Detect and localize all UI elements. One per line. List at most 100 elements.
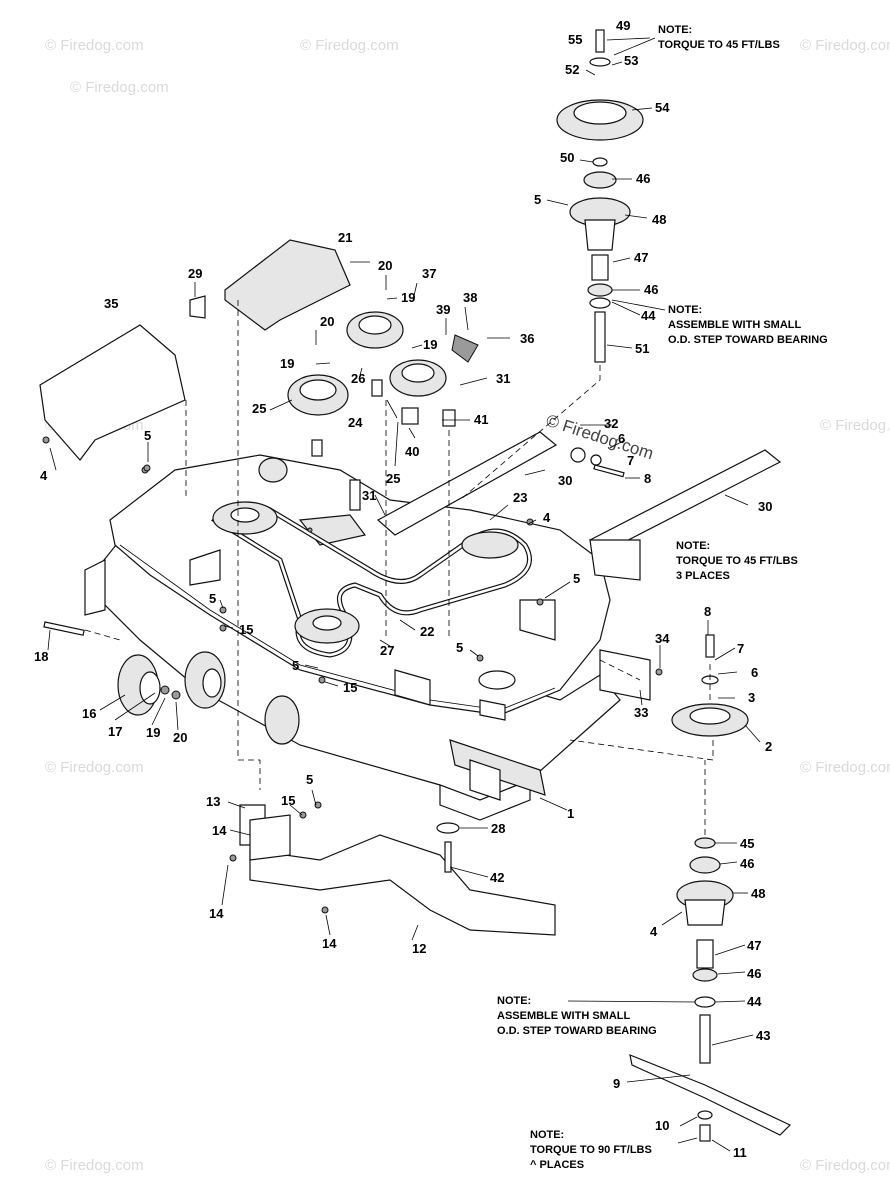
note-line: NOTE: (658, 24, 692, 36)
note-line: TORQUE TO 45 FT/LBS (658, 39, 780, 51)
watermark: © Firedog.com (70, 79, 169, 96)
callout-49: 49 (616, 18, 630, 33)
callout-32: 32 (604, 416, 618, 431)
callout-19: 19 (146, 725, 160, 740)
note-torque-90: NOTE: TORQUE TO 90 FT/LBS ^ PLACES (530, 1129, 652, 1171)
callout-5: 5 (292, 658, 299, 673)
callout-5: 5 (534, 192, 541, 207)
callout-15: 15 (239, 622, 253, 637)
callout-7: 7 (737, 641, 744, 656)
callout-33: 33 (634, 705, 648, 720)
callout-31: 31 (496, 371, 510, 386)
callout-14: 14 (209, 906, 224, 921)
callout-51: 51 (635, 341, 649, 356)
note-assemble-top: NOTE: ASSEMBLE WITH SMALL O.D. STEP TOWA… (668, 304, 828, 346)
callout-42: 42 (490, 870, 504, 885)
note-line: NOTE: (497, 995, 531, 1007)
callout-19: 19 (423, 337, 437, 352)
callout-15: 15 (343, 680, 357, 695)
watermark: © Firedog.com (45, 759, 144, 776)
callout-31: 31 (362, 488, 376, 503)
lift-arms (376, 431, 782, 701)
watermark: © Firedog.com (300, 37, 399, 54)
note-torque-3places: NOTE: TORQUE TO 45 FT/LBS 3 PLACES (676, 540, 798, 582)
callout-48: 48 (751, 886, 765, 901)
callout-15: 15 (281, 793, 295, 808)
callout-1: 1 (567, 806, 574, 821)
callout-26: 26 (351, 371, 365, 386)
note-line: ^ PLACES (530, 1159, 584, 1171)
callout-46: 46 (747, 966, 761, 981)
callout-39: 39 (436, 302, 450, 317)
callout-54: 54 (655, 100, 670, 115)
callout-34: 34 (655, 631, 670, 646)
callout-18: 18 (34, 649, 48, 664)
callout-35: 35 (104, 296, 118, 311)
callout-45: 45 (740, 836, 754, 851)
callout-20: 20 (378, 258, 392, 273)
callout-52: 52 (565, 62, 579, 77)
watermark: © Firedog.com (800, 37, 890, 54)
callout-13: 13 (206, 794, 220, 809)
watermark: © Firedog.com (800, 1157, 890, 1174)
callout-20: 20 (320, 314, 334, 329)
callout-6: 6 (618, 431, 625, 446)
callout-5: 5 (456, 640, 463, 655)
callout-labels: 49 55 53 52 54 50 46 5 48 47 46 44 51 21… (34, 18, 772, 1160)
callout-29: 29 (188, 266, 202, 281)
callout-36: 36 (520, 331, 534, 346)
callout-53: 53 (624, 53, 638, 68)
callout-4: 4 (40, 468, 48, 483)
callout-23: 23 (513, 490, 527, 505)
callout-8: 8 (704, 604, 711, 619)
callout-5: 5 (306, 772, 313, 787)
callout-5: 5 (144, 428, 151, 443)
callout-3: 3 (748, 690, 755, 705)
note-top-torque: NOTE: TORQUE TO 45 FT/LBS (658, 24, 780, 51)
callout-43: 43 (756, 1028, 770, 1043)
callout-14: 14 (212, 823, 227, 838)
callout-46: 46 (644, 282, 658, 297)
fasteners (42, 436, 663, 914)
callout-17: 17 (108, 724, 122, 739)
callout-6: 6 (751, 665, 758, 680)
callout-16: 16 (82, 706, 96, 721)
callout-8: 8 (644, 471, 651, 486)
callout-22: 22 (420, 624, 434, 639)
callout-37: 37 (422, 266, 436, 281)
callout-9: 9 (613, 1076, 620, 1091)
callout-5: 5 (209, 591, 216, 606)
watermark: © Firedog.com (45, 1157, 144, 1174)
belt-covers (39, 239, 351, 461)
assembly-lines (84, 300, 714, 835)
idler-pulleys (287, 311, 479, 457)
watermark: © Firedog.com (820, 417, 890, 434)
callout-12: 12 (412, 941, 426, 956)
callout-4: 4 (650, 924, 658, 939)
callout-38: 38 (463, 290, 477, 305)
callout-2: 2 (765, 739, 772, 754)
callout-24: 24 (348, 415, 363, 430)
callout-27: 27 (380, 643, 394, 658)
note-line: O.D. STEP TOWARD BEARING (497, 1025, 657, 1037)
spindle-top (556, 29, 644, 363)
pulley-2 (671, 634, 749, 737)
note-assemble-bottom: NOTE: ASSEMBLE WITH SMALL O.D. STEP TOWA… (497, 995, 657, 1037)
watermark-center: © Firedog.com (544, 411, 656, 464)
note-line: NOTE: (530, 1129, 564, 1141)
callout-11: 11 (733, 1145, 747, 1160)
note-line: ASSEMBLE WITH SMALL (497, 1010, 630, 1022)
note-line: 3 PLACES (676, 570, 730, 582)
note-line: TORQUE TO 90 FT/LBS (530, 1144, 652, 1156)
callout-48: 48 (652, 212, 666, 227)
callout-20: 20 (173, 730, 187, 745)
note-line: NOTE: (668, 304, 702, 316)
callout-21: 21 (338, 230, 352, 245)
callout-14: 14 (322, 936, 337, 951)
callout-50: 50 (560, 150, 574, 165)
callout-19: 19 (280, 356, 294, 371)
leader-lines (47, 37, 761, 1152)
watermark: © Firedog.com (800, 759, 890, 776)
callout-46: 46 (740, 856, 754, 871)
